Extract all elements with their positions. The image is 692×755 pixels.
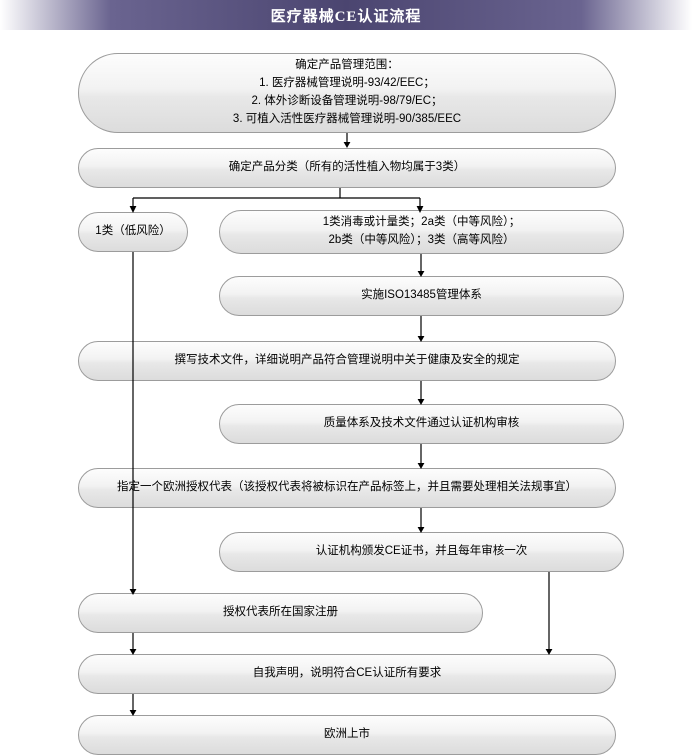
node-class-other-line-0: 1类消毒或计量类；2a类（中等风险）； [322,216,521,229]
connector-scope-to-classify [340,133,354,149]
node-classify: 确定产品分类（所有的活性植入物均属于3类） [78,148,616,188]
node-class1-line-0: 1类（低风险） [95,225,171,238]
node-declaration: 自我声明，说明符合CE认证所有要求 [78,654,616,694]
node-declaration-line-0: 自我声明，说明符合CE认证所有要求 [252,667,442,680]
connector-authorized-rep-to-certificate [414,508,428,534]
connector-certificate-to-declaration [542,572,556,656]
node-authorized-rep: 指定一个欧洲授权代表（该授权代表将被标识在产品标签上，并且需要处理相关法规事宜） [78,468,616,508]
connector-class1-down [126,252,140,596]
connector-register-to-declaration [126,633,140,656]
node-iso13485: 实施ISO13485管理体系 [219,276,624,316]
node-audit: 质量体系及技术文件通过认证机构审核 [219,404,624,444]
connector-audit-to-authorized-rep [414,444,428,470]
page-title-bar: 医疗器械CE认证流程 [0,0,692,30]
page-title: 医疗器械CE认证流程 [270,8,422,25]
node-audit-line-0: 质量体系及技术文件通过认证机构审核 [323,417,520,430]
node-class-other: 1类消毒或计量类；2a类（中等风险）； 2b类（中等风险）；3类（高等风险） [219,210,624,254]
node-market-line-0: 欧洲上市 [324,728,370,741]
node-certificate: 认证机构颁发CE证书，并且每年审核一次 [219,532,624,572]
node-scope-line-2: 2. 体外诊断设备管理说明-98/79/EC； [251,95,443,107]
node-authorized-rep-line-0: 指定一个欧洲授权代表（该授权代表将被标识在产品标签上，并且需要处理相关法规事宜） [117,481,577,494]
connector-declaration-to-market [126,694,140,717]
connector-iso-to-tech-file [414,316,428,343]
node-certificate-line-0: 认证机构颁发CE证书，并且每年审核一次 [315,545,528,558]
node-classify-line-0: 确定产品分类（所有的活性植入物均属于3类） [228,161,466,174]
node-scope: 确定产品管理范围： 1. 医疗器械管理说明-93/42/EEC； 2. 体外诊断… [78,53,616,133]
node-class-other-line-1: 2b类（中等风险）；3类（高等风险） [328,234,515,246]
node-register: 授权代表所在国家注册 [78,593,483,633]
node-market: 欧洲上市 [78,715,616,755]
node-scope-line-1: 1. 医疗器械管理说明-93/42/EEC； [259,77,435,90]
node-iso13485-line-0: 实施ISO13485管理体系 [361,289,482,302]
connector-class-other-to-iso [414,254,428,278]
node-class1: 1类（低风险） [78,212,188,252]
node-scope-line-3: 3. 可植入活性医疗器械管理说明-90/385/EEC [232,112,462,125]
node-register-line-0: 授权代表所在国家注册 [223,606,338,619]
node-tech-file-line-0: 撰写技术文件，详细说明产品符合管理说明中关于健康及安全的规定 [174,354,520,367]
connector-tech-file-to-audit [414,381,428,406]
node-tech-file: 撰写技术文件，详细说明产品符合管理说明中关于健康及安全的规定 [78,341,616,381]
connector-classify-split [120,188,430,214]
node-scope-line-0: 确定产品管理范围： [295,59,399,72]
